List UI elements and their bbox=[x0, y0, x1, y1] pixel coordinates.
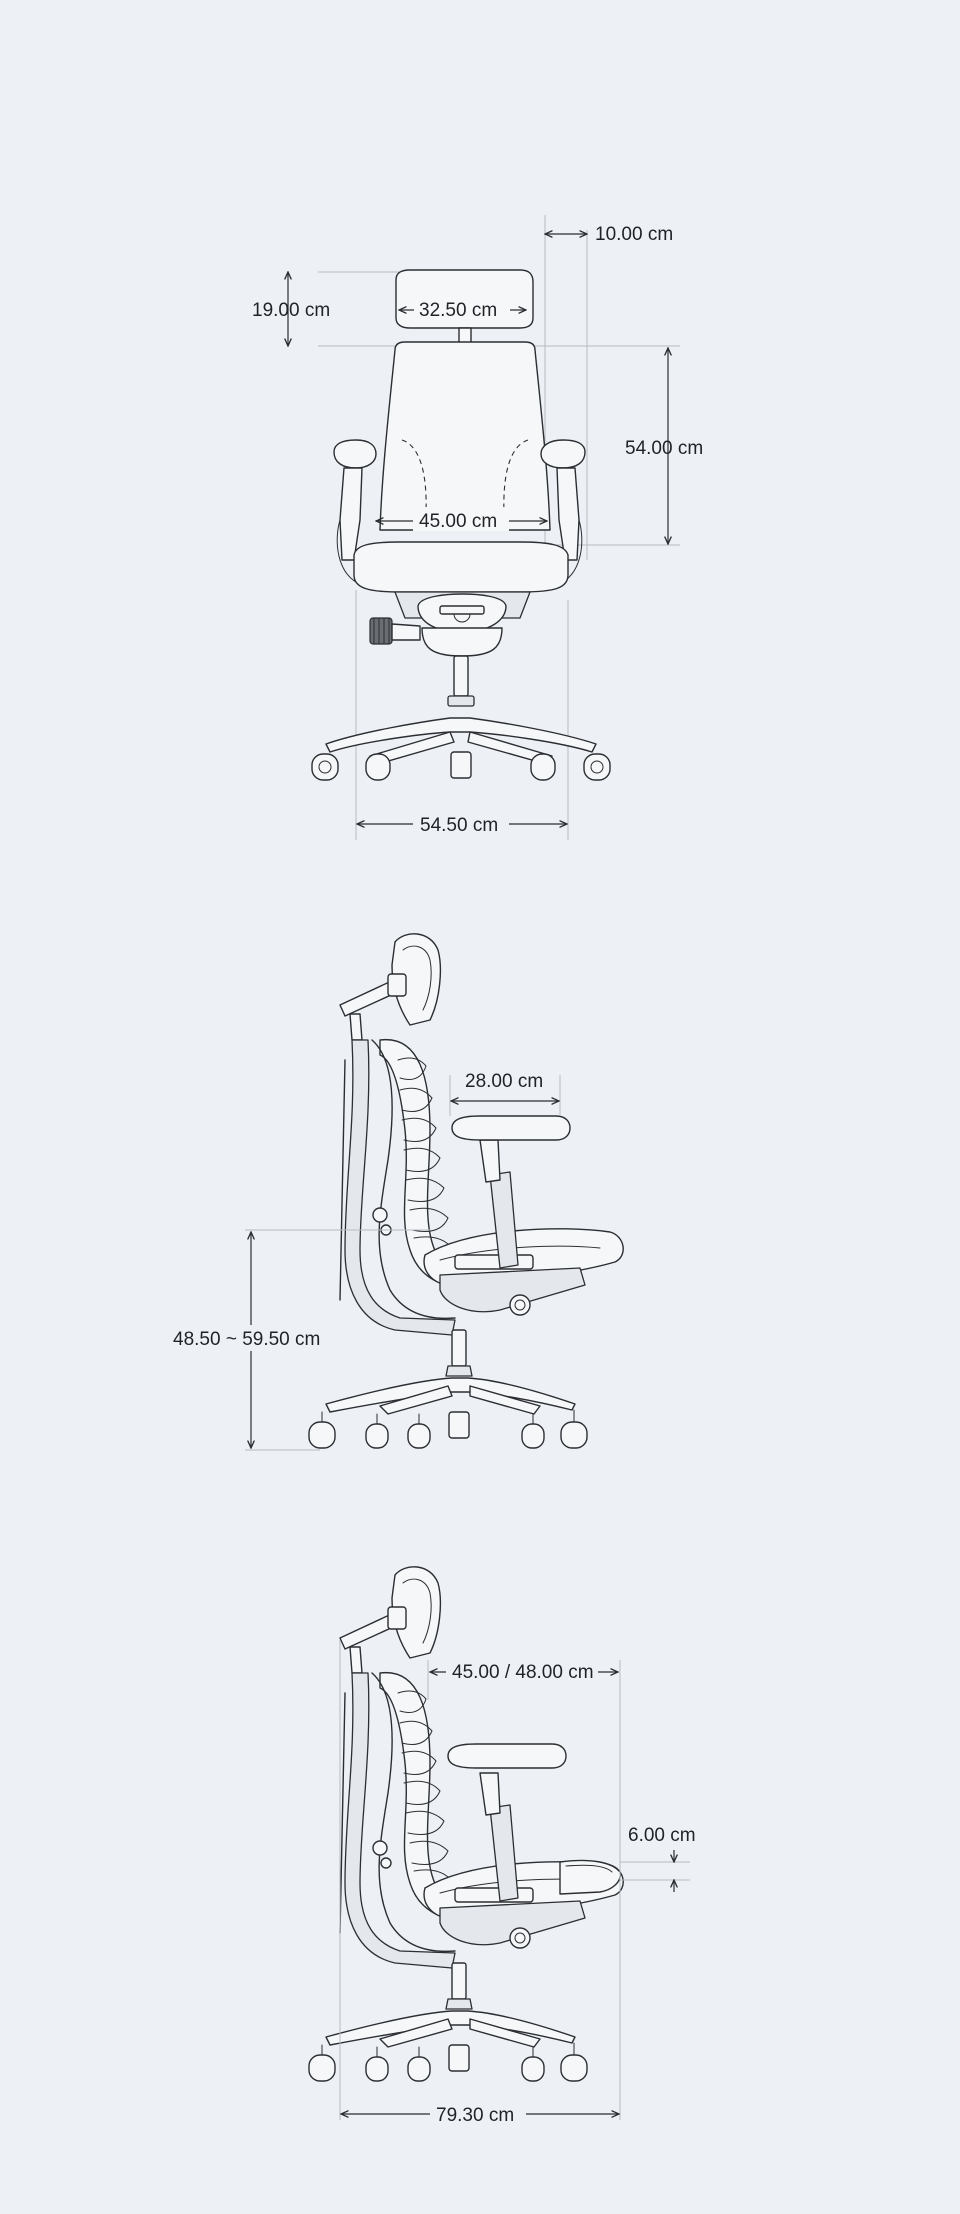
backrest-height-label: 54.00 cm bbox=[625, 438, 703, 459]
side-view: 28.00 cm 48.50 ~ 59.50 cm bbox=[173, 933, 624, 1451]
front-view-drawing: 10.00 cm 19.00 cm 32.50 cm 54.00 cm 45.0… bbox=[252, 215, 703, 840]
armrest-depth-label: 28.00 cm bbox=[465, 1071, 543, 1092]
overall-depth-label: 79.30 cm bbox=[436, 2105, 514, 2126]
shoulder-offset-label: 10.00 cm bbox=[595, 224, 673, 245]
seat-slide-label: 6.00 cm bbox=[628, 1825, 696, 1846]
seat-depth-label: 45.00 / 48.00 cm bbox=[452, 1662, 594, 1683]
overall-width-label: 54.50 cm bbox=[420, 815, 498, 836]
seat-height-label: 48.50 ~ 59.50 cm bbox=[173, 1329, 320, 1350]
backrest-width-label: 45.00 cm bbox=[419, 511, 497, 532]
front-view: 10.00 cm 19.00 cm 32.50 cm 54.00 cm 45.0… bbox=[0, 0, 960, 860]
side-view-drawing: 28.00 cm 48.50 ~ 59.50 cm bbox=[173, 933, 624, 1451]
headrest-height-label: 19.00 cm bbox=[252, 300, 330, 321]
headrest-width-label: 32.50 cm bbox=[419, 300, 497, 321]
